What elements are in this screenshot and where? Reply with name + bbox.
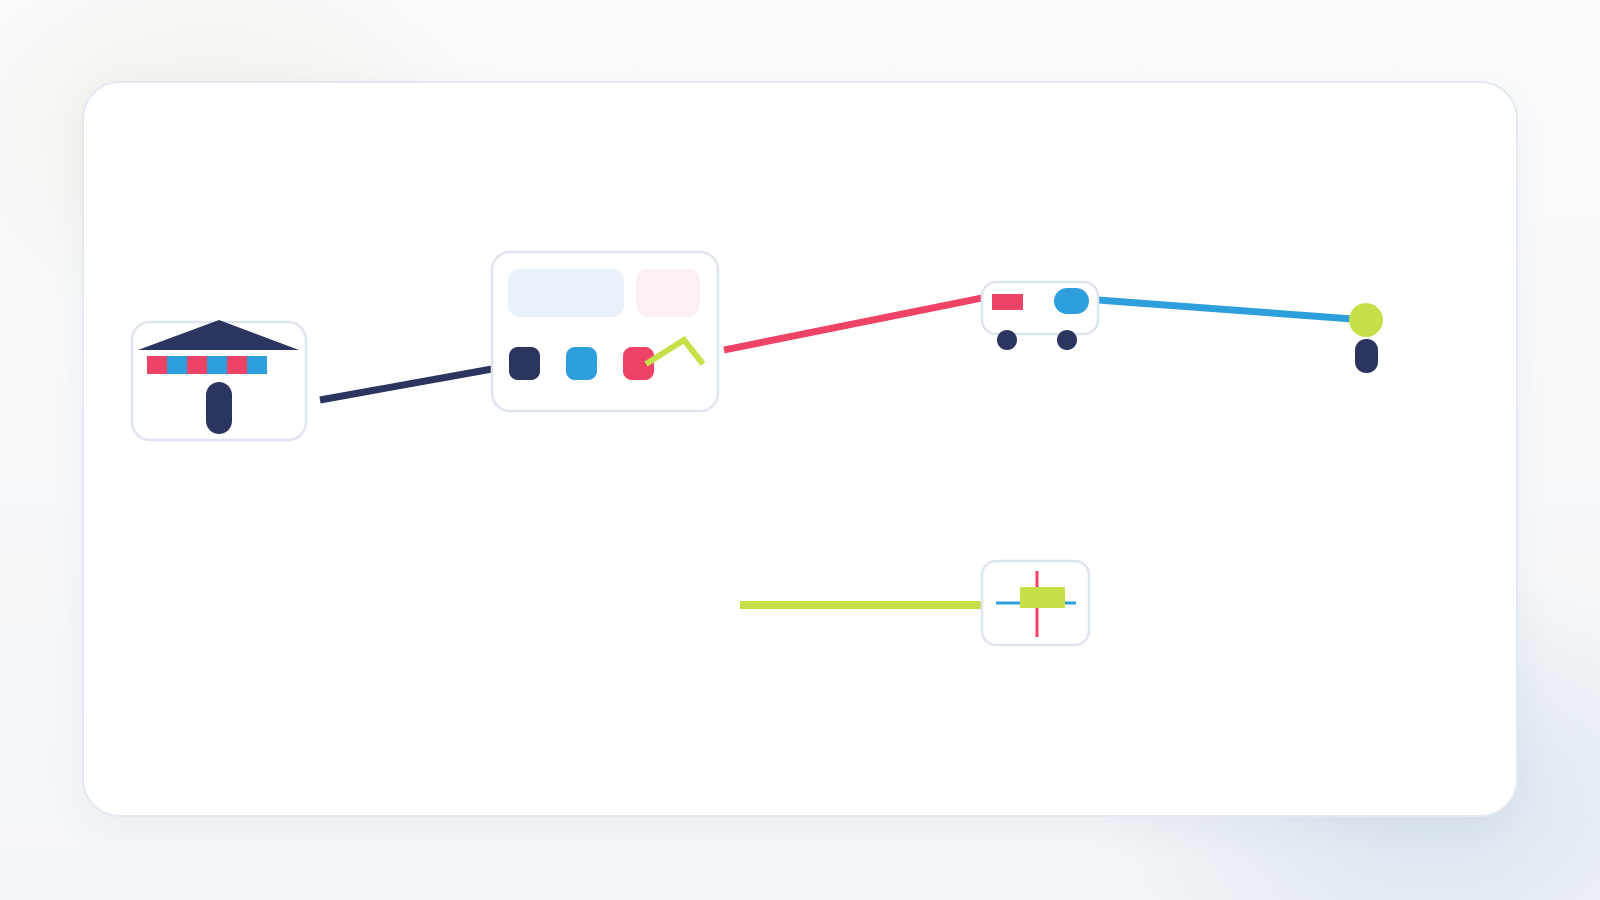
node-crosshair[interactable]	[980, 559, 1091, 647]
node-bank[interactable]	[130, 320, 308, 442]
connector-vehicle-person	[1097, 296, 1367, 324]
connector-bank-dashboard	[319, 365, 493, 404]
person-icon	[1349, 303, 1383, 373]
connector-dashboard-vehicle	[723, 294, 983, 354]
diagram-frame	[82, 81, 1518, 817]
node-person[interactable]	[1349, 303, 1383, 373]
dashboard-panel-icon	[508, 269, 706, 380]
node-vehicle[interactable]	[980, 280, 1100, 350]
bank-building-icon	[138, 320, 299, 434]
connectors	[319, 294, 1367, 609]
vehicle-icon	[992, 288, 1089, 350]
crosshair-icon	[996, 571, 1076, 637]
node-dashboard[interactable]	[490, 250, 720, 413]
